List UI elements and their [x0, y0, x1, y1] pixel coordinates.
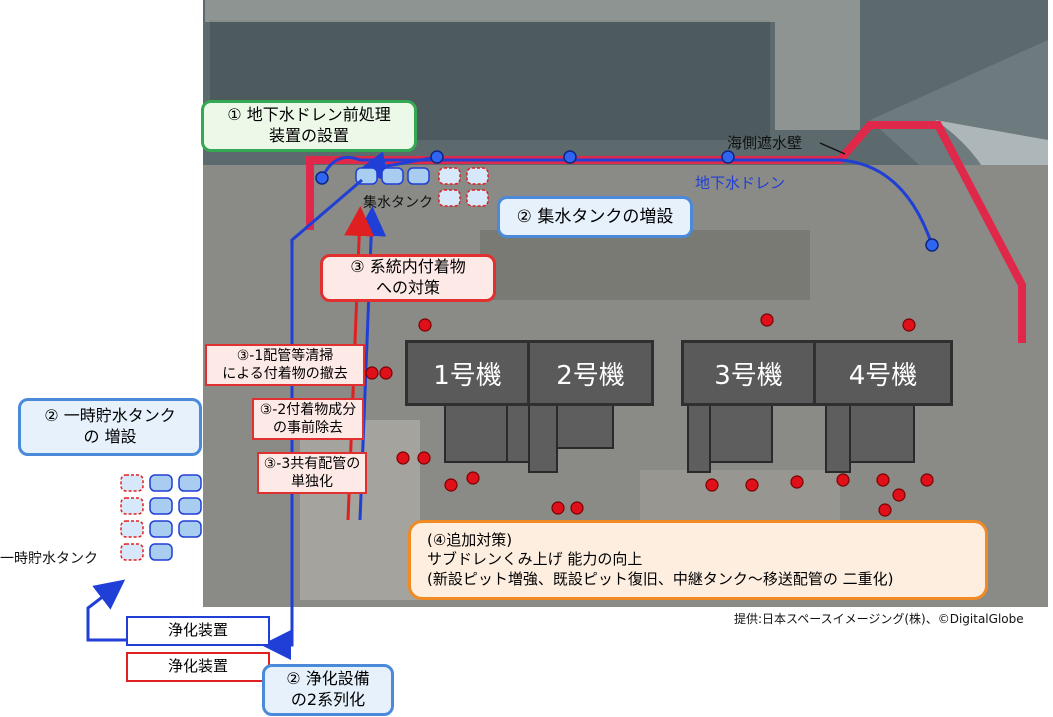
- unit-4: 4号機: [813, 340, 953, 406]
- callout-collection-tank-add: ② 集水タンクの増設: [497, 196, 693, 238]
- callout-shared-pipe: ③-3共有配管の 単独化: [257, 452, 367, 494]
- callout-line: (新設ピット増強、既設ピット復旧、中継タンク～移送配管の 二重化): [427, 569, 894, 588]
- turbine-buildings: [444, 399, 915, 473]
- unit-3: 3号機: [681, 340, 816, 406]
- subdrain-points: [365, 313, 934, 517]
- sea-side-impermeable-wall: [306, 121, 1026, 343]
- collection-tanks: [355, 167, 489, 207]
- breakwater: [205, 0, 860, 130]
- purifier-unit-1: 浄化装置: [126, 616, 270, 646]
- callout-additional-measures: (④追加対策) サブドレンくみ上げ 能力の向上 (新設ピット増強、既設ピット復旧…: [408, 520, 988, 600]
- unit-1: 1号機: [405, 340, 530, 406]
- temporary-storage-tanks: [120, 474, 202, 561]
- groundwater-drain-label: 地下水ドレン: [695, 174, 786, 192]
- collection-tank-label: 集水タンク: [363, 195, 433, 211]
- callout-drain-pretreatment: ① 地下水ドレン前処理 装置の設置: [201, 100, 417, 152]
- temp-tank-label: 一時貯水タンク: [0, 551, 98, 567]
- tank-to-purifier-line: [261, 178, 363, 660]
- callout-line: 装置の設置: [268, 126, 349, 145]
- callout-line: への対策: [375, 278, 440, 297]
- callout-line: (④追加対策): [427, 530, 513, 549]
- callout-line: ① 地下水ドレン前処理: [227, 105, 391, 125]
- purifier-unit-2: 浄化装置: [126, 652, 270, 682]
- callout-line: ② 集水タンクの増設: [516, 206, 674, 227]
- callout-pipe-cleaning: ③-1配管等清掃 による付着物の撤去: [205, 344, 365, 386]
- callout-line: ③-1配管等清掃: [236, 347, 334, 364]
- callout-line: サブドレンくみ上げ 能力の向上: [427, 550, 643, 569]
- callout-line: ③-2付着物成分: [259, 401, 357, 418]
- seawall-label: 海側遮水壁: [727, 134, 803, 152]
- drain-point: [315, 171, 329, 185]
- seawall-leader: [819, 142, 846, 155]
- purifier-to-temp-tank-line: [86, 579, 128, 642]
- callout-line: の 増設: [83, 427, 137, 446]
- unit-2: 2号機: [527, 340, 654, 406]
- purifier-label: 浄化装置: [167, 621, 228, 640]
- callout-line: の事前除去: [273, 420, 343, 436]
- callout-system-deposits: ③ 系統内付着物 への対策: [320, 254, 496, 302]
- purifier-label: 浄化装置: [167, 657, 228, 676]
- callout-temp-tank-add: ② 一時貯水タンク の 増設: [18, 398, 202, 456]
- drain-point: [563, 150, 577, 164]
- callout-line: による付着物の撤去: [222, 366, 348, 382]
- image-credit: 提供:日本スペースイメージング(株)、©DigitalGlobe: [734, 612, 1024, 626]
- callout-line: ③-3共有配管の: [263, 455, 361, 472]
- drain-point: [430, 150, 444, 164]
- callout-line: ③ 系統内付着物: [350, 257, 466, 277]
- callout-line: 単独化: [291, 474, 333, 490]
- drain-point: [925, 238, 939, 252]
- callout-line: の2系列化: [290, 690, 366, 709]
- callout-line: ② 浄化設備: [286, 669, 370, 689]
- drain-to-tank-arrow: [356, 151, 438, 182]
- groundwater-drain-line: [320, 155, 934, 246]
- yard-texture-1: [480, 230, 810, 300]
- callout-line: ② 一時貯水タンク: [44, 406, 176, 426]
- callout-deposit-removal: ③-2付着物成分 の事前除去: [252, 398, 364, 440]
- callout-purification-dual: ② 浄化設備 の2系列化: [262, 664, 394, 716]
- drain-point: [721, 150, 735, 164]
